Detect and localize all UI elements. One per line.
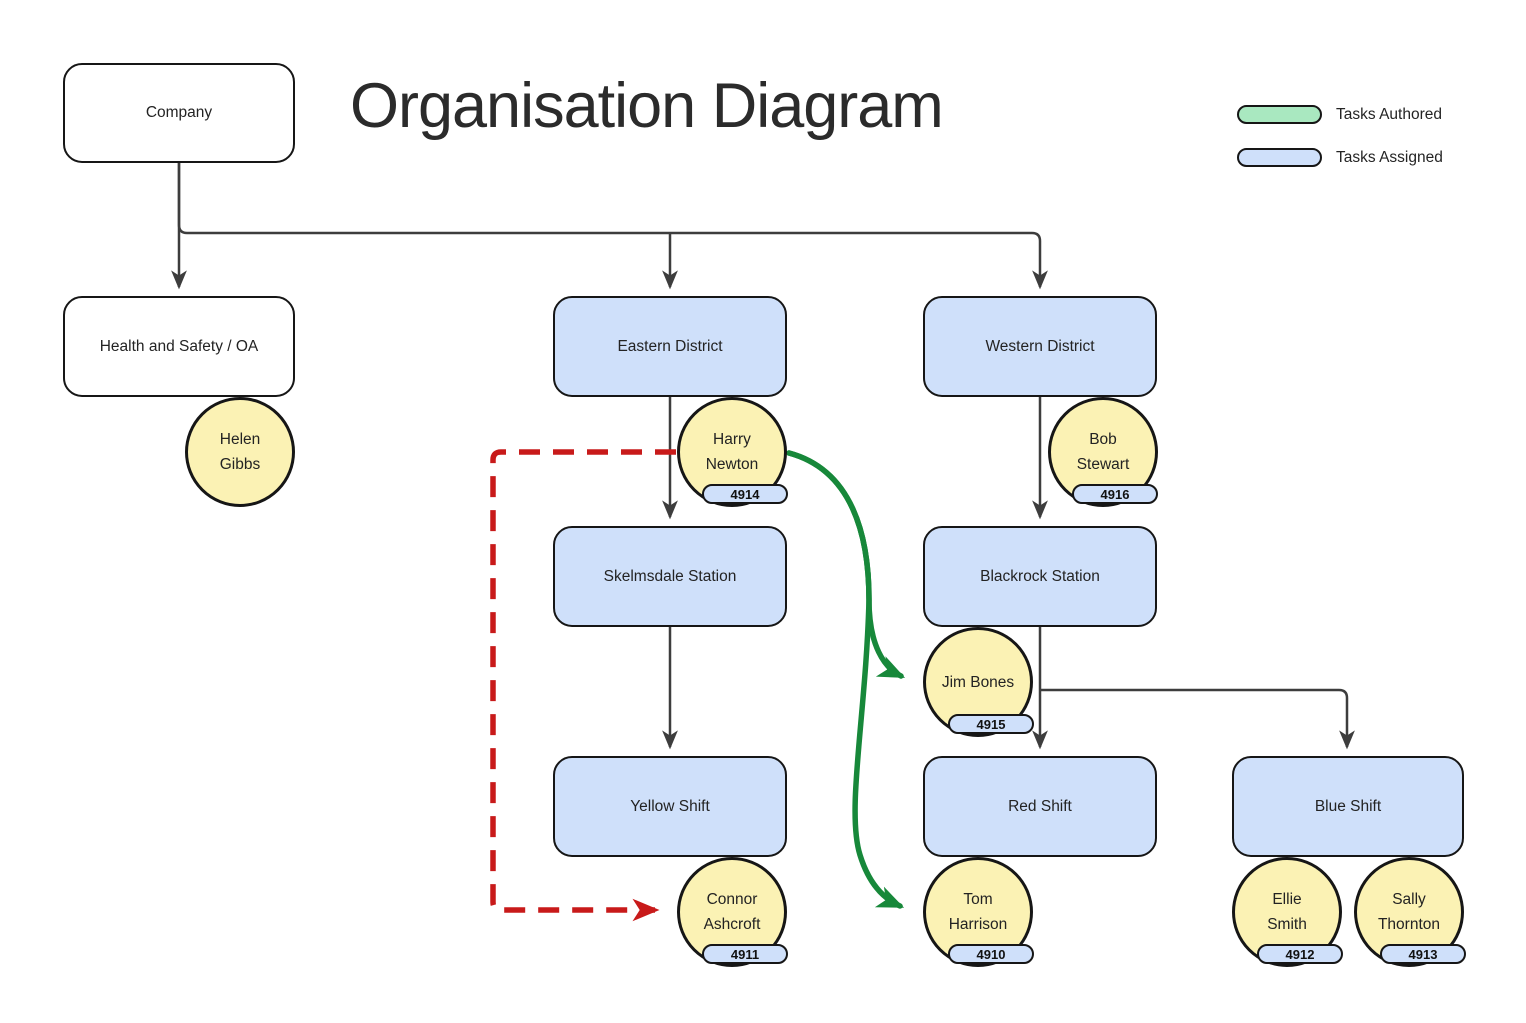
node-blue-shift: Blue Shift <box>1232 756 1464 857</box>
node-eastern-district-label: Eastern District <box>617 337 723 355</box>
task-badge-jim-bones: 4915 <box>948 714 1034 734</box>
task-badge-tom-harrison: 4910 <box>948 944 1034 964</box>
node-blackrock-station: Blackrock Station <box>923 526 1157 627</box>
edge-harry-to-tom-green <box>786 450 905 909</box>
person-name-line: Smith <box>1267 916 1307 933</box>
node-company: Company <box>63 63 295 163</box>
person-name-line: Thornton <box>1377 916 1441 933</box>
edge-harry-to-connor-red-dashed <box>490 449 676 922</box>
legend-label-tasks-authored: Tasks Authored <box>1336 106 1442 123</box>
node-health-safety-oa-label: Health and Safety / OA <box>99 337 259 355</box>
legend-swatch-tasks-assigned <box>1237 148 1322 167</box>
node-red-shift: Red Shift <box>923 756 1157 857</box>
node-eastern-district: Eastern District <box>553 296 787 397</box>
node-health-safety-oa: Health and Safety / OA <box>63 296 295 397</box>
node-blue-shift-label: Blue Shift <box>1314 797 1382 815</box>
person-name-line: Jim Bones <box>941 673 1015 691</box>
person-name-line: Stewart <box>1076 456 1130 473</box>
person-name-line: Ashcroft <box>703 916 761 933</box>
person-name-line: Connor <box>706 891 758 908</box>
edge-company-to-western-district <box>177 163 1048 290</box>
task-badge-harry-newton: 4914 <box>702 484 788 504</box>
legend-swatch-tasks-authored <box>1237 105 1322 124</box>
node-red-shift-label: Red Shift <box>1008 797 1072 815</box>
task-badge-sally-thornton: 4913 <box>1380 944 1466 964</box>
person-name-line: Sally <box>1392 891 1426 908</box>
legend-label-tasks-assigned: Tasks Assigned <box>1336 149 1443 166</box>
person-helen-gibbs: Helen Gibbs <box>185 397 295 507</box>
task-badge-ellie-smith: 4912 <box>1257 944 1343 964</box>
node-skelmsdale-station: Skelmsdale Station <box>553 526 787 627</box>
task-badge-bob-stewart: 4916 <box>1072 484 1158 504</box>
node-yellow-shift-label: Yellow Shift <box>630 797 710 815</box>
person-name-line: Helen <box>219 431 261 448</box>
person-name-line: Bob <box>1089 431 1117 448</box>
person-tom-harrison: Tom Harrison <box>923 857 1033 967</box>
node-skelmsdale-station-label: Skelmsdale Station <box>603 567 737 585</box>
person-name-line: Harrison <box>948 916 1008 933</box>
node-western-district-label: Western District <box>985 337 1095 355</box>
person-name-line: Ellie <box>1272 891 1302 908</box>
node-company-label: Company <box>145 104 213 121</box>
person-name-line: Gibbs <box>219 456 261 473</box>
person-name-line: Harry <box>713 431 751 448</box>
person-name-line: Newton <box>705 456 759 473</box>
node-western-district: Western District <box>923 296 1157 397</box>
person-name-line: Tom <box>963 891 993 908</box>
task-badge-connor-ashcroft: 4911 <box>702 944 788 964</box>
page-title: Organisation Diagram <box>350 71 944 141</box>
node-blackrock-station-label: Blackrock Station <box>980 567 1100 585</box>
edge-blackrock-to-blue-shift <box>1040 688 1355 750</box>
node-yellow-shift: Yellow Shift <box>553 756 787 857</box>
edge-harry-to-jim-green <box>786 450 906 679</box>
